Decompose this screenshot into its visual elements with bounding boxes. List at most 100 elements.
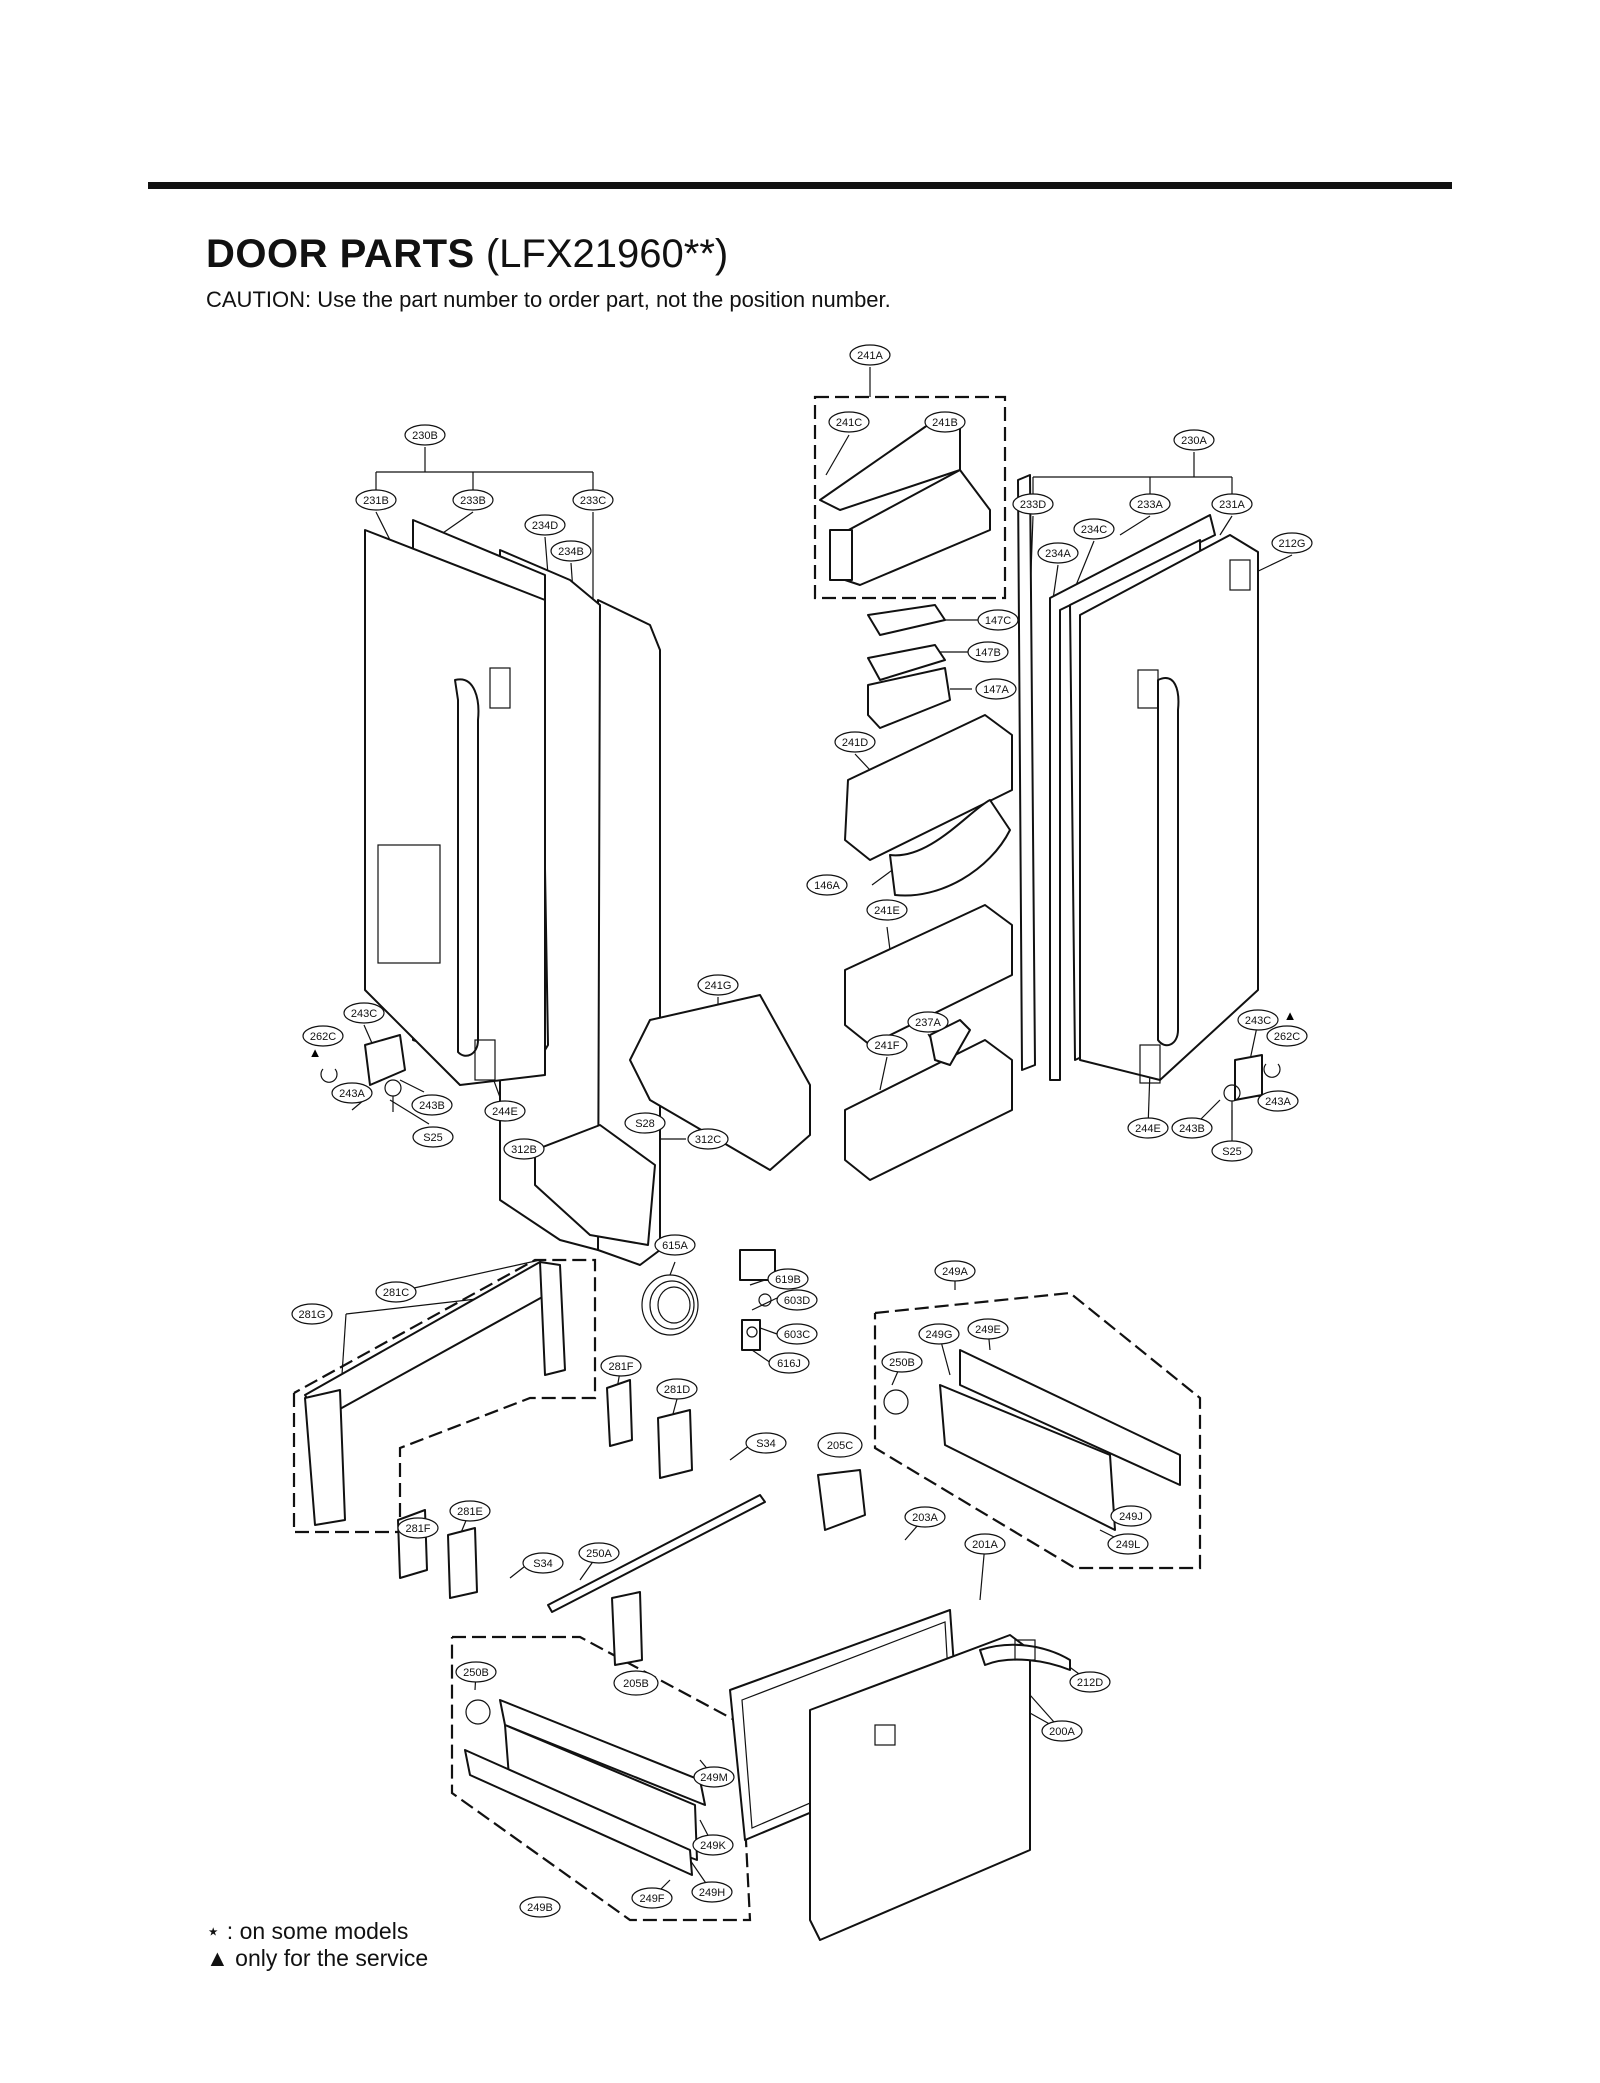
part-label-bubble <box>692 1834 734 1856</box>
part-label-249f: 249F <box>631 1887 673 1909</box>
part-label-bubble <box>355 489 397 511</box>
part-label-bubble <box>697 974 739 996</box>
part-label-text: 212D <box>1077 1677 1103 1689</box>
service-marker-left: ▲ <box>309 1045 322 1060</box>
part-label-text: 243B <box>419 1100 445 1112</box>
part-label-bubble <box>924 411 966 433</box>
part-label-146a: 146A <box>806 874 848 896</box>
part-label-bubble <box>503 1138 545 1160</box>
part-label-text: 249J <box>1119 1511 1143 1523</box>
part-label-244e-left: 244E <box>484 1100 526 1122</box>
part-label-s28: S28 <box>624 1112 666 1134</box>
part-label-234c: 234C <box>1073 518 1115 540</box>
part-label-243c-left: 243C <box>343 1002 385 1024</box>
part-label-text: 250B <box>889 1357 915 1369</box>
part-label-237a: 237A <box>907 1011 949 1033</box>
part-label-281e: 281E <box>449 1500 491 1522</box>
part-label-bubble <box>977 609 1019 631</box>
part-label-text: 205B <box>623 1678 649 1690</box>
part-label-text: 250B <box>463 1667 489 1679</box>
part-label-bubble <box>452 489 494 511</box>
part-label-bubble <box>411 1094 453 1116</box>
part-label-text: 243C <box>351 1008 377 1020</box>
part-label-text: 603C <box>784 1329 810 1341</box>
part-label-212d: 212D <box>1069 1671 1111 1693</box>
part-label-text: 281G <box>299 1309 326 1321</box>
part-label-bubble <box>745 1432 787 1454</box>
part-label-147c: 147C <box>977 609 1019 631</box>
part-label-bubble <box>302 1025 344 1047</box>
part-label-281g: 281G <box>291 1303 333 1325</box>
part-label-241c: 241C <box>828 411 870 433</box>
part-label-212g: 212G <box>1271 532 1313 554</box>
part-label-text: 230B <box>412 430 438 442</box>
part-label-text: 241F <box>874 1040 899 1052</box>
part-label-bubble <box>767 1268 809 1290</box>
part-label-615a: 615A <box>654 1234 696 1256</box>
part-label-text: 244E <box>1135 1123 1161 1135</box>
part-label-text: 234D <box>532 520 558 532</box>
part-label-text: 312B <box>511 1144 537 1156</box>
part-label-281d: 281D <box>656 1378 698 1400</box>
part-label-241f: 241F <box>866 1034 908 1056</box>
part-label-text: 233D <box>1020 499 1046 511</box>
part-label-243a-right: 243A <box>1257 1090 1299 1112</box>
part-label-text: 200A <box>1049 1726 1075 1738</box>
part-label-bubble <box>1041 1720 1083 1742</box>
part-label-203a: 203A <box>904 1506 946 1528</box>
part-label-bubble <box>828 411 870 433</box>
part-label-249h: 249H <box>691 1881 733 1903</box>
part-label-201a: 201A <box>964 1533 1006 1555</box>
part-label-text: 147C <box>985 615 1011 627</box>
part-label-bubble <box>964 1533 1006 1555</box>
part-label-233b: 233B <box>452 489 494 511</box>
part-label-text: 249G <box>926 1329 953 1341</box>
part-label-text: 230A <box>1181 435 1207 447</box>
part-label-bubble <box>1073 518 1115 540</box>
part-label-text: S25 <box>423 1132 443 1144</box>
door-bins <box>534 419 1013 1246</box>
part-label-bubble <box>1211 1140 1253 1162</box>
part-label-text: 312C <box>695 1134 721 1146</box>
part-label-text: S28 <box>635 1118 655 1130</box>
part-label-bubble <box>550 540 592 562</box>
part-label-205c: 205C <box>817 1432 863 1458</box>
part-label-bubble <box>1107 1533 1149 1555</box>
drawer-assembly <box>304 1261 1181 1941</box>
part-label-bubble <box>967 641 1009 663</box>
part-label-bubble <box>1173 429 1215 451</box>
part-label-text: S25 <box>1222 1146 1242 1158</box>
part-label-bubble <box>1237 1009 1279 1031</box>
part-label-147b: 147B <box>967 641 1009 663</box>
part-label-text: 249A <box>942 1266 968 1278</box>
part-label-147a: 147A <box>975 678 1017 700</box>
part-label-241g: 241G <box>697 974 739 996</box>
part-label-text: 281F <box>405 1523 430 1535</box>
part-label-text: 241D <box>842 737 868 749</box>
part-label-text: 234B <box>558 546 584 558</box>
part-label-text: 205C <box>827 1440 853 1452</box>
part-label-text: 616J <box>777 1358 801 1370</box>
part-label-text: 249B <box>527 1902 553 1914</box>
part-label-bubble <box>412 1126 454 1148</box>
part-label-bubble <box>654 1234 696 1256</box>
legend-notes: ⋆ : on some models ▲ only for the servic… <box>206 1918 428 1972</box>
part-label-text: 146A <box>814 880 840 892</box>
part-label-bubble <box>768 1352 810 1374</box>
left-door-assembly <box>320 519 661 1266</box>
part-label-bubble <box>904 1506 946 1528</box>
part-label-bubble <box>834 731 876 753</box>
part-label-text: 281C <box>383 1287 409 1299</box>
part-label-text: 231A <box>1219 499 1245 511</box>
part-label-249m: 249M <box>693 1766 735 1788</box>
part-label-249a: 249A <box>934 1260 976 1282</box>
part-label-619b: 619B <box>767 1268 809 1290</box>
part-label-text: 234A <box>1045 548 1071 560</box>
part-label-250a: 250A <box>578 1542 620 1564</box>
part-label-bubble <box>967 1318 1009 1340</box>
part-label-text: 249E <box>975 1324 1001 1336</box>
part-label-234a: 234A <box>1037 542 1079 564</box>
part-label-243c-right: 243C <box>1237 1009 1279 1031</box>
part-label-text: 201A <box>972 1539 998 1551</box>
part-label-234d: 234D <box>524 514 566 536</box>
